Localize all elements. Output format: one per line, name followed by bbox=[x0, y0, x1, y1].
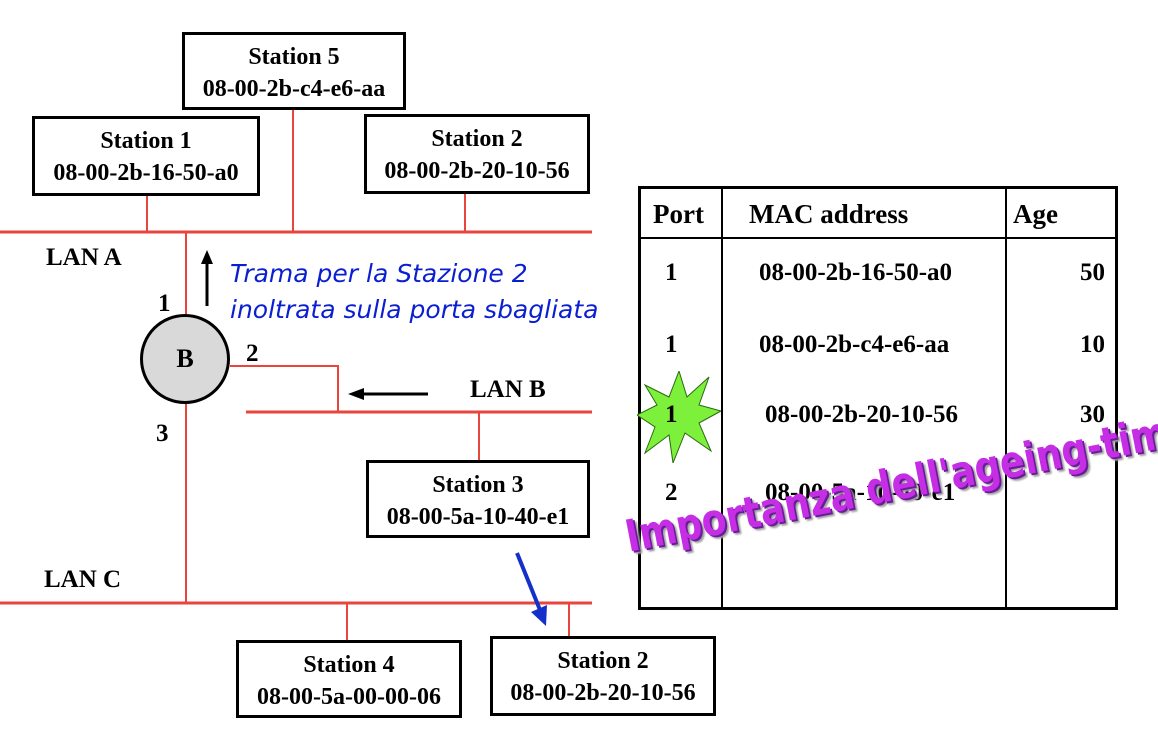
row-2-port: 1 bbox=[665, 331, 678, 358]
bridge-link-lan-b bbox=[230, 365, 339, 412]
row-4-port: 2 bbox=[665, 479, 678, 506]
station-4-mac: 08-00-5a-00-00-06 bbox=[257, 684, 441, 710]
lan-a-label: LAN A bbox=[46, 244, 122, 271]
station-4-name: Station 4 bbox=[303, 652, 395, 678]
row-2-mac: 08-00-2b-c4-e6-aa bbox=[759, 331, 950, 358]
row-3-port: 1 bbox=[665, 401, 678, 428]
lan-b-label: LAN B bbox=[470, 376, 546, 403]
row-3-mac: 08-00-2b-20-10-56 bbox=[765, 401, 959, 428]
bridge-port-2: 2 bbox=[246, 340, 259, 367]
header-mac: MAC address bbox=[749, 199, 909, 229]
station-3-box: Station 3 08-00-5a-10-40-e1 bbox=[366, 460, 590, 538]
bridge-port-1: 1 bbox=[158, 290, 171, 317]
bridge-port-3: 3 bbox=[156, 420, 169, 447]
note-line-2: inoltrata sulla porta sbagliata bbox=[230, 295, 599, 324]
station-2-lan-c-name: Station 2 bbox=[557, 648, 649, 674]
wrong-port-note: Trama per la Stazione 2 inoltrata sulla … bbox=[230, 256, 598, 328]
row-1-port: 1 bbox=[665, 259, 678, 286]
station-3-mac: 08-00-5a-10-40-e1 bbox=[386, 504, 570, 530]
blue-arrow-icon bbox=[515, 552, 547, 626]
note-line-1: Trama per la Stazione 2 bbox=[230, 259, 528, 288]
station-5-mac: 08-00-2b-c4-e6-aa bbox=[202, 76, 386, 102]
lan-c-label: LAN C bbox=[44, 566, 122, 593]
starburst-icon bbox=[637, 371, 721, 463]
header-age: Age bbox=[1013, 199, 1058, 229]
station-4-box: Station 4 08-00-5a-00-00-06 bbox=[236, 640, 462, 718]
station-2-lan-a-name: Station 2 bbox=[431, 126, 523, 152]
row-4-mac: 08-00-5a-10-40-e1 bbox=[765, 479, 956, 506]
station-5-box: Station 5 08-00-2b-c4-e6-aa bbox=[182, 32, 406, 110]
arrow-left-icon bbox=[348, 388, 428, 400]
station-2-lan-a-box: Station 2 08-00-2b-20-10-56 bbox=[364, 114, 590, 194]
row-2-age: 10 bbox=[1080, 331, 1105, 358]
forwarding-table: Port MAC address Age 1 08-00-2b-16-50-a0… bbox=[637, 186, 1118, 610]
row-1-age: 50 bbox=[1080, 259, 1105, 286]
arrow-up-icon bbox=[201, 250, 213, 306]
station-3-name: Station 3 bbox=[432, 472, 524, 498]
station-2-lan-c-box: Station 2 08-00-2b-20-10-56 bbox=[490, 636, 716, 716]
station-5-name: Station 5 bbox=[248, 44, 340, 70]
station-1-mac: 08-00-2b-16-50-a0 bbox=[53, 160, 239, 186]
station-1-name: Station 1 bbox=[100, 128, 192, 154]
row-1-mac: 08-00-2b-16-50-a0 bbox=[759, 259, 953, 286]
station-2-lan-a-mac: 08-00-2b-20-10-56 bbox=[384, 158, 570, 184]
header-port: Port bbox=[653, 199, 704, 229]
bridge-node: B bbox=[140, 314, 230, 404]
station-2-lan-c-mac: 08-00-2b-20-10-56 bbox=[510, 680, 696, 706]
station-1-box: Station 1 08-00-2b-16-50-a0 bbox=[32, 116, 260, 196]
row-3-age: 30 bbox=[1080, 401, 1105, 428]
